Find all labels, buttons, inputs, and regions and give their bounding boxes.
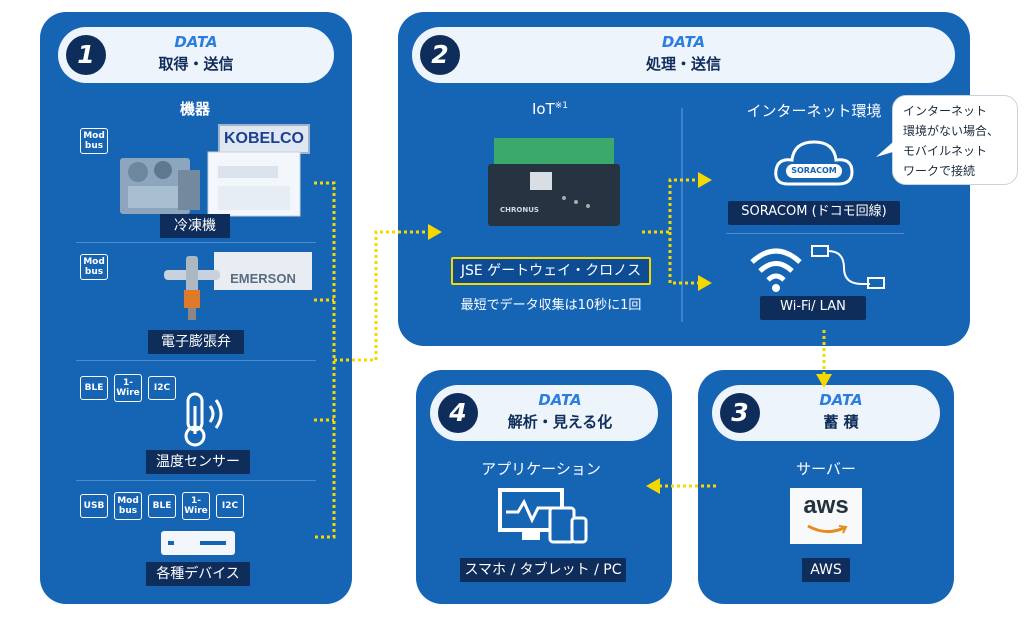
- step3-title-en: DATA: [819, 391, 863, 409]
- gateway-caption: 最短でデータ収集は10秒に1回: [460, 298, 642, 313]
- device-box-icon: [161, 531, 235, 555]
- devices-screens-icon: [498, 488, 588, 544]
- devices-heading: 機器: [179, 100, 210, 118]
- step2-title-ja: 処理・送信: [645, 55, 721, 73]
- step1-header: 1 DATA 取得・送信: [58, 27, 334, 83]
- arrow-to-app: [646, 478, 660, 494]
- kobelco-logo-text: KOBELCO: [224, 130, 304, 147]
- mobile-network-callout: インターネット 環境がない場合、 モバイルネット ワークで接続: [892, 95, 1018, 185]
- aws-logo: aws: [790, 488, 862, 544]
- badge-modbus: Mod bus: [114, 492, 142, 520]
- badge-ble: BLE: [148, 494, 176, 518]
- badge-modbus: Mod bus: [80, 254, 108, 280]
- soracom-logo-text: SORACOM: [791, 166, 837, 175]
- gateway-name: JSE ゲートウェイ・クロノス: [451, 257, 651, 285]
- aws-label: AWS: [802, 558, 850, 582]
- iot-label: IoT: [531, 100, 555, 118]
- badge-usb: USB: [80, 494, 108, 518]
- divider: [76, 360, 316, 361]
- chiller-label: 冷凍機: [160, 214, 230, 238]
- server-heading: サーバー: [796, 460, 856, 478]
- arrow-to-gateway: [428, 224, 442, 240]
- wifi-lan-label: Wi-Fi/ LAN: [760, 296, 866, 320]
- emerson-logo-text: EMERSON: [230, 271, 296, 286]
- step3-title-ja: 蓄 積: [823, 413, 859, 431]
- aws-logo-text: aws: [803, 492, 849, 519]
- step3-number: 3: [720, 393, 760, 433]
- step2-title-en: DATA: [661, 33, 706, 51]
- badge-ble: BLE: [80, 376, 108, 400]
- soracom-cloud-icon: [774, 140, 854, 186]
- step4-header: 4 DATA 解析・見える化: [430, 385, 658, 441]
- step4-title-en: DATA: [538, 391, 582, 409]
- step4-number: 4: [438, 393, 478, 433]
- badge-1wire: 1- Wire: [114, 374, 142, 402]
- step1-number: 1: [66, 35, 106, 75]
- wifi-icon: [750, 248, 802, 292]
- iot-footnote: ※1: [554, 101, 569, 111]
- aws-smile-icon: [807, 524, 848, 534]
- lan-cable-icon: [811, 245, 885, 289]
- badge-1wire: 1- Wire: [182, 492, 210, 520]
- badge-i2c: I2C: [148, 376, 176, 400]
- step3-header: 3 DATA 蓄 積: [712, 385, 940, 441]
- chronus-logo: CHRONUS: [500, 206, 539, 214]
- app-heading: アプリケーション: [481, 460, 601, 478]
- step2-header: 2 DATA 処理・送信: [412, 27, 955, 83]
- badge-modbus: Mod bus: [80, 128, 108, 154]
- step2-number: 2: [420, 35, 460, 75]
- internet-heading: インターネット環境: [746, 102, 882, 120]
- divider: [76, 242, 316, 243]
- panel2-divider: [681, 108, 683, 322]
- soracom-label: SORACOM (ドコモ回線): [728, 201, 900, 225]
- thermometer-icon: [184, 392, 223, 447]
- arrow-to-wifi: [698, 275, 712, 291]
- arrow-to-server: [816, 374, 832, 388]
- step4-title-ja: 解析・見える化: [507, 413, 613, 431]
- valve-image: [164, 256, 220, 320]
- badge-i2c: I2C: [216, 494, 244, 518]
- emerson-logo: EMERSON: [214, 252, 312, 290]
- divider: [76, 480, 316, 481]
- arrow-to-soracom: [698, 172, 712, 188]
- valve-label: 電子膨張弁: [148, 330, 244, 354]
- callout-pointer: [876, 142, 893, 157]
- iot-heading: IoT※1: [510, 100, 590, 118]
- chiller-image: [120, 151, 301, 217]
- gateway-device-image: [488, 138, 620, 226]
- step1-title-ja: 取得・送信: [158, 55, 234, 73]
- app-devices-label: スマホ / タブレット / PC: [460, 558, 626, 582]
- misc-devices-label: 各種デバイス: [146, 562, 250, 586]
- step1-title-en: DATA: [174, 33, 218, 51]
- divider: [726, 233, 904, 234]
- callout-text: インターネット 環境がない場合、 モバイルネット ワークで接続: [903, 104, 1000, 178]
- temp-sensor-label: 温度センサー: [146, 450, 250, 474]
